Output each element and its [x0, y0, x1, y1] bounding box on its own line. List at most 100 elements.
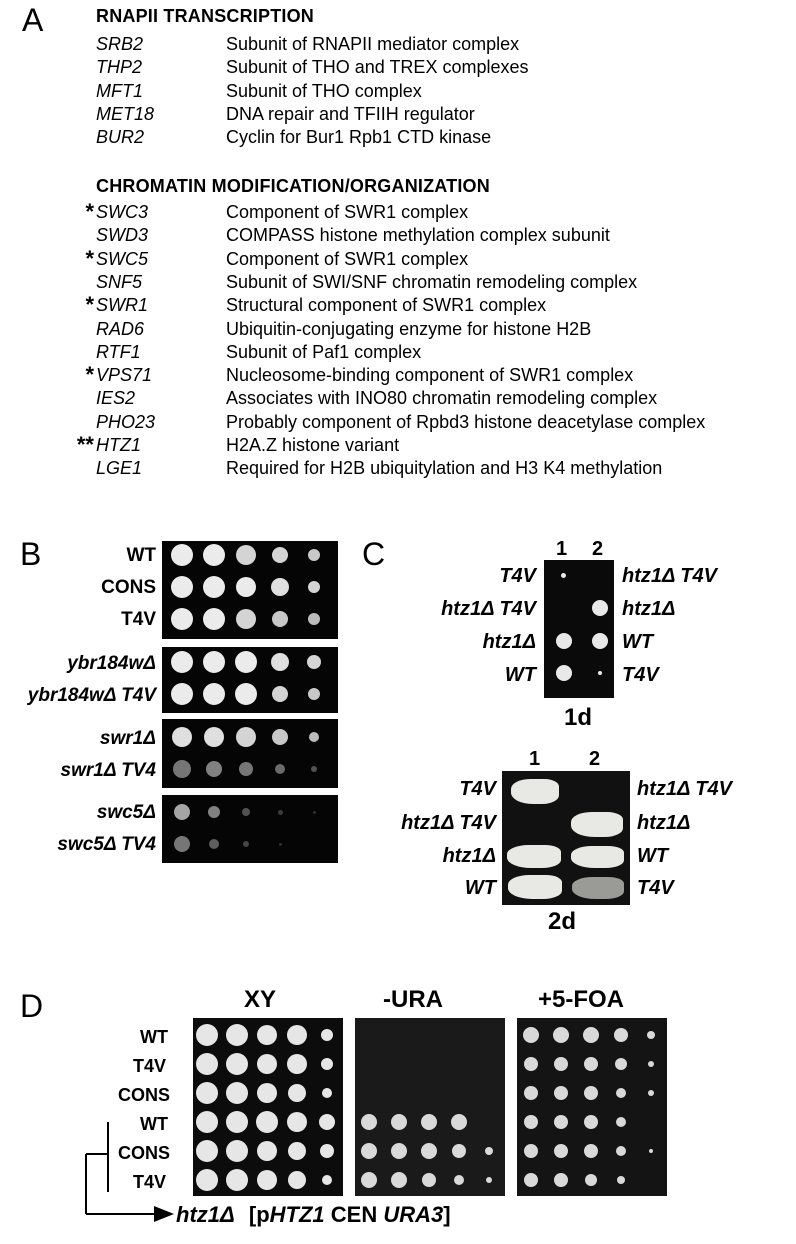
- yeast-spot: [321, 1058, 333, 1070]
- yeast-spot: [485, 1147, 493, 1155]
- row-label-t4v: T4V: [121, 609, 156, 630]
- yeast-spot: [524, 1173, 538, 1187]
- asterisk-marker: *: [85, 362, 94, 388]
- c2d-left-3: htz1Δ: [442, 845, 496, 867]
- asterisk-marker: *: [85, 292, 94, 318]
- colony-1d-l3: [556, 633, 572, 649]
- yeast-spot: [206, 761, 222, 777]
- yeast-spot: [236, 727, 256, 747]
- yeast-spot: [235, 651, 257, 673]
- yeast-spot: [239, 762, 253, 776]
- yeast-spot: [391, 1172, 407, 1188]
- yeast-spot: [308, 581, 320, 593]
- yeast-spot: [486, 1177, 492, 1183]
- yeast-spot: [288, 1084, 306, 1102]
- gene-description: Structural component of SWR1 complex: [226, 295, 547, 316]
- day-label-1d: 1d: [564, 704, 593, 731]
- footer-plasmid-gene: HTZ1: [269, 1202, 325, 1227]
- yeast-spot: [524, 1086, 538, 1100]
- column-number-2d-2: 2: [589, 748, 601, 770]
- yeast-spot: [307, 655, 321, 669]
- yeast-spot: [524, 1115, 538, 1129]
- streak-2d-l1: [511, 779, 559, 804]
- yeast-spot: [524, 1144, 538, 1158]
- yeast-spot: [272, 686, 288, 702]
- gene-description: Subunit of THO and TREX complexes: [226, 57, 529, 78]
- panel-c-letter: C: [362, 536, 386, 572]
- yeast-spot: [308, 549, 320, 561]
- yeast-spot: [452, 1144, 466, 1158]
- yeast-spot: [523, 1027, 539, 1043]
- yeast-spot: [616, 1088, 626, 1098]
- strain-footer: htz1Δ [pHTZ1 CEN URA3]: [176, 1202, 451, 1228]
- footer-open: [p: [248, 1202, 270, 1227]
- yeast-spot: [171, 651, 193, 673]
- colony-1d-r2: [592, 600, 608, 616]
- panel-d-letter: D: [20, 988, 44, 1024]
- yeast-spot: [554, 1173, 568, 1187]
- yeast-spot: [648, 1061, 654, 1067]
- c1d-right-4: T4V: [622, 664, 659, 686]
- yeast-spot: [321, 1029, 333, 1041]
- yeast-spot: [554, 1144, 568, 1158]
- gene-name: MFT1: [96, 80, 143, 101]
- plate-d-ura: [355, 1018, 505, 1196]
- c2d-right-3: WT: [637, 845, 669, 867]
- yeast-spot: [204, 727, 224, 747]
- panel-b-letter: B: [20, 536, 42, 572]
- yeast-spot: [203, 544, 225, 566]
- c2d-left-1: T4V: [459, 778, 496, 800]
- streak-2d-l3: [507, 845, 561, 868]
- gene-description: DNA repair and TFIIH regulator: [226, 103, 475, 124]
- yeast-spot: [272, 611, 288, 627]
- yeast-spot: [553, 1027, 569, 1043]
- row-label-swr1-tv4: swr1Δ TV4: [60, 760, 156, 781]
- yeast-spot: [171, 608, 193, 630]
- gene-name: SWD3: [96, 225, 149, 246]
- plate-b-4: [162, 795, 338, 863]
- yeast-spot: [554, 1057, 568, 1071]
- yeast-spot: [322, 1088, 332, 1098]
- yeast-spot: [171, 683, 193, 705]
- gene-name: PHO23: [96, 411, 156, 432]
- yeast-spot: [451, 1114, 467, 1130]
- yeast-spot: [584, 1115, 598, 1129]
- yeast-spot: [226, 1082, 248, 1104]
- colony-1d-l1: [561, 573, 566, 578]
- gene-name: LGE1: [96, 458, 143, 479]
- colony-1d-r4: [598, 671, 602, 675]
- yeast-spot: [196, 1024, 218, 1046]
- yeast-spot: [257, 1054, 277, 1074]
- yeast-spot: [287, 1025, 307, 1045]
- yeast-spot: [275, 764, 285, 774]
- c1d-right-3: WT: [622, 631, 654, 653]
- gene-description: Subunit of RNAPII mediator complex: [226, 34, 520, 54]
- yeast-spot: [647, 1031, 655, 1039]
- footer-cen: CEN: [324, 1202, 384, 1227]
- yeast-spot: [174, 804, 190, 820]
- yeast-spot: [584, 1144, 598, 1158]
- yeast-spot: [257, 1170, 277, 1190]
- gene-name: SWR1: [96, 295, 149, 316]
- yeast-spot: [203, 683, 225, 705]
- streak-2d-r3: [571, 846, 624, 868]
- row-label-swr1: swr1Δ: [99, 728, 156, 749]
- column-number-2d-1: 1: [529, 748, 541, 770]
- yeast-spot: [226, 1053, 248, 1075]
- gene-name: SWC3: [96, 202, 149, 222]
- column-number-2: 2: [592, 538, 604, 560]
- c2d-left-4: WT: [464, 877, 496, 899]
- gene-description: Subunit of Paf1 complex: [226, 341, 422, 362]
- yeast-spot: [271, 578, 289, 596]
- gene-description: COMPASS histone methylation complex subu…: [226, 225, 610, 246]
- yeast-spot: [554, 1086, 568, 1100]
- gene-name: SNF5: [96, 271, 143, 292]
- yeast-spot: [648, 1090, 654, 1096]
- yeast-spot: [172, 727, 192, 747]
- yeast-spot: [196, 1111, 218, 1133]
- gene-name: MET18: [96, 103, 155, 124]
- column-number-1: 1: [556, 538, 568, 560]
- yeast-spot: [203, 651, 225, 673]
- gene-description: Probably component of Rpbd3 histone deac…: [226, 411, 706, 432]
- yeast-spot: [226, 1169, 248, 1191]
